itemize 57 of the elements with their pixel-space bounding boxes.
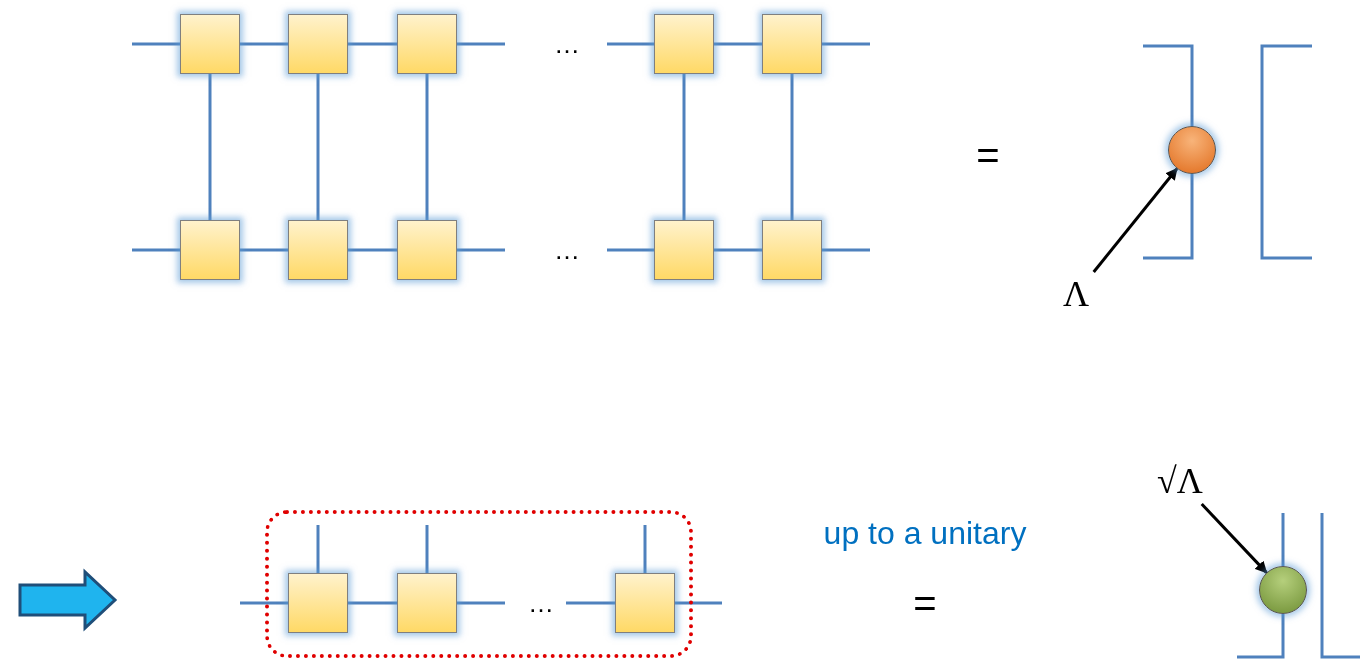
leg-line — [457, 42, 505, 46]
leg-line — [425, 525, 429, 573]
tensor-box — [397, 573, 457, 633]
tensor-box — [654, 220, 714, 280]
arrow — [1092, 167, 1179, 273]
equals-sign: = — [913, 580, 937, 626]
leg-line — [714, 42, 762, 46]
dots: … — [554, 234, 580, 266]
leg-line — [682, 74, 686, 220]
leg-line — [607, 248, 654, 252]
tensor-box — [397, 220, 457, 280]
leg-line — [1143, 174, 1194, 260]
equals-sign: = — [976, 132, 1000, 178]
leg-line — [348, 601, 397, 605]
arrow — [1200, 502, 1268, 574]
math-symbol: Λ — [1052, 272, 1100, 316]
leg-line — [132, 42, 180, 46]
tensor-box — [288, 14, 348, 74]
leg-line — [348, 42, 397, 46]
leg-line — [316, 525, 320, 573]
leg-line — [240, 42, 288, 46]
leg-line — [1281, 513, 1285, 566]
leg-line — [822, 248, 870, 252]
dots: … — [554, 28, 580, 60]
leg-line — [457, 248, 505, 252]
dots: … — [528, 587, 554, 619]
leg-line — [675, 601, 722, 605]
leg-line — [1237, 614, 1285, 659]
leg-line — [240, 601, 288, 605]
tensor-box — [397, 14, 457, 74]
leg-line — [457, 601, 505, 605]
tensor-box — [762, 14, 822, 74]
leg-line — [714, 248, 762, 252]
leg-line — [132, 248, 180, 252]
tensor-box — [654, 14, 714, 74]
tensor-box — [288, 573, 348, 633]
tensor-circle — [1168, 126, 1216, 174]
tensor-box — [615, 573, 675, 633]
annotation-text: up to a unitary — [823, 514, 1027, 552]
leg-line — [425, 74, 429, 220]
leg-line — [790, 74, 794, 220]
leg-line — [348, 248, 397, 252]
dotted-outline — [265, 510, 693, 658]
leg-line — [822, 42, 870, 46]
leg-line — [566, 601, 615, 605]
leg-line — [1143, 44, 1194, 126]
leg-line — [316, 74, 320, 220]
tensor-box — [288, 220, 348, 280]
math-symbol: √Λ — [1140, 458, 1220, 504]
leg-line — [208, 74, 212, 220]
tensor-box — [762, 220, 822, 280]
tensor-circle — [1259, 566, 1307, 614]
leg-line — [607, 42, 654, 46]
tensor-box — [180, 14, 240, 74]
leg-line — [643, 525, 647, 573]
tensor-box — [180, 220, 240, 280]
leg-line — [240, 248, 288, 252]
